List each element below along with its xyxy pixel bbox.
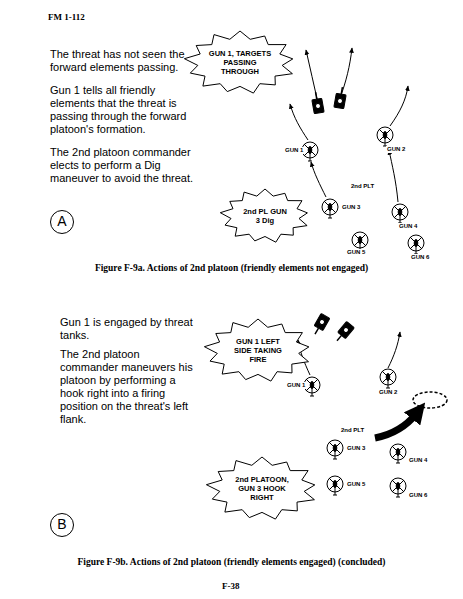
radio-call-text: 2nd PLATOON, GUN 3 HOOK RIGHT xyxy=(229,475,295,502)
aircraft-label: GUN 2 xyxy=(386,146,406,153)
helicopter-symbol xyxy=(408,235,424,254)
radio-call-text: GUN 1, TARGETS PASSING THROUGH xyxy=(207,49,273,76)
aircraft-label: GUN 4 xyxy=(398,223,418,230)
page-header: FM 1-112 xyxy=(48,12,85,22)
helicopter-symbol xyxy=(327,476,343,495)
threat-tanks xyxy=(311,86,355,344)
flight-paths-a xyxy=(290,48,408,202)
tank-symbol xyxy=(334,86,347,108)
radio-call-text: 2nd PL GUN 3 Dig xyxy=(243,207,287,225)
threat-path xyxy=(306,50,318,103)
note-text: The threat has not seen the forward elem… xyxy=(50,48,200,74)
radio-call-starburst: GUN 1 LEFT SIDE TAKING FIRE xyxy=(203,318,313,383)
helicopter-symbol xyxy=(377,127,393,146)
aircraft-label: GUN 1 xyxy=(284,147,304,154)
aircraft-label: GUN 4 xyxy=(408,457,428,464)
flight-path xyxy=(311,162,326,197)
radio-call-starburst: 2nd PL GUN 3 Dig xyxy=(219,188,311,244)
aircraft-label: 2nd PLT xyxy=(350,183,375,190)
radio-call-starburst: 2nd PLATOON, GUN 3 HOOK RIGHT xyxy=(205,456,319,521)
radio-call-text: GUN 1 LEFT SIDE TAKING FIRE xyxy=(227,337,289,364)
tank-symbol xyxy=(311,91,324,113)
starburst-shape xyxy=(206,457,314,519)
note-text: The 2nd platoon commander maneuvers his … xyxy=(60,348,200,426)
flight-paths-b xyxy=(298,332,447,438)
aircraft-label: GUN 2 xyxy=(378,389,398,396)
panel-letter-circle: B xyxy=(50,513,74,537)
helicopter-symbol xyxy=(304,377,320,396)
figure-caption: Figure F-9a. Actions of 2nd platoon (fri… xyxy=(20,263,443,274)
panel-letter-circle: A xyxy=(50,210,74,234)
note-text: Gun 1 tells all friendly elements that t… xyxy=(50,84,200,136)
panel-letter: B xyxy=(51,514,73,535)
helicopter-symbol xyxy=(302,142,318,161)
radio-call-starburst: GUN 1, TARGETS PASSING THROUGH xyxy=(183,30,297,95)
starburst-shape xyxy=(204,319,309,381)
aircraft-label: 2nd PLT xyxy=(340,427,365,434)
tank-symbol xyxy=(311,313,330,336)
aircraft-label: GUN 3 xyxy=(341,204,361,211)
starburst-shape xyxy=(220,189,307,242)
aircraft-label: GUN 5 xyxy=(346,481,366,488)
figure-caption: Figure F-9b. Actions of 2nd platoon (fri… xyxy=(20,557,443,568)
aircraft-label: GUN 5 xyxy=(346,249,366,256)
flight-path xyxy=(290,104,308,140)
helicopter-symbol xyxy=(380,369,396,388)
panel-letter: A xyxy=(51,211,73,232)
flight-path xyxy=(389,150,398,202)
helicopter-symbol xyxy=(390,444,406,463)
firing-position xyxy=(413,392,447,408)
aircraft-label: GUN 6 xyxy=(410,254,430,261)
helicopter-symbol xyxy=(322,199,338,218)
flight-path xyxy=(390,86,408,126)
tank-symbol xyxy=(333,321,354,344)
aircraft-label: GUN 1 xyxy=(286,382,306,389)
aircraft-label: GUN 6 xyxy=(408,492,428,499)
threat-path xyxy=(340,48,352,98)
starburst-shape xyxy=(184,31,292,93)
page-number: F-38 xyxy=(222,581,240,591)
aircraft-label: GUN 3 xyxy=(346,445,366,452)
helicopter-symbol xyxy=(327,440,343,459)
helicopter-symbol xyxy=(392,204,408,223)
helicopter-symbol xyxy=(390,478,406,497)
flight-path xyxy=(388,332,400,368)
helicopters xyxy=(302,127,424,497)
note-text: Gun 1 is engaged by threat tanks. xyxy=(60,316,200,342)
hook-arrow xyxy=(375,414,416,438)
note-text: The 2nd platoon commander elects to perf… xyxy=(50,146,200,185)
